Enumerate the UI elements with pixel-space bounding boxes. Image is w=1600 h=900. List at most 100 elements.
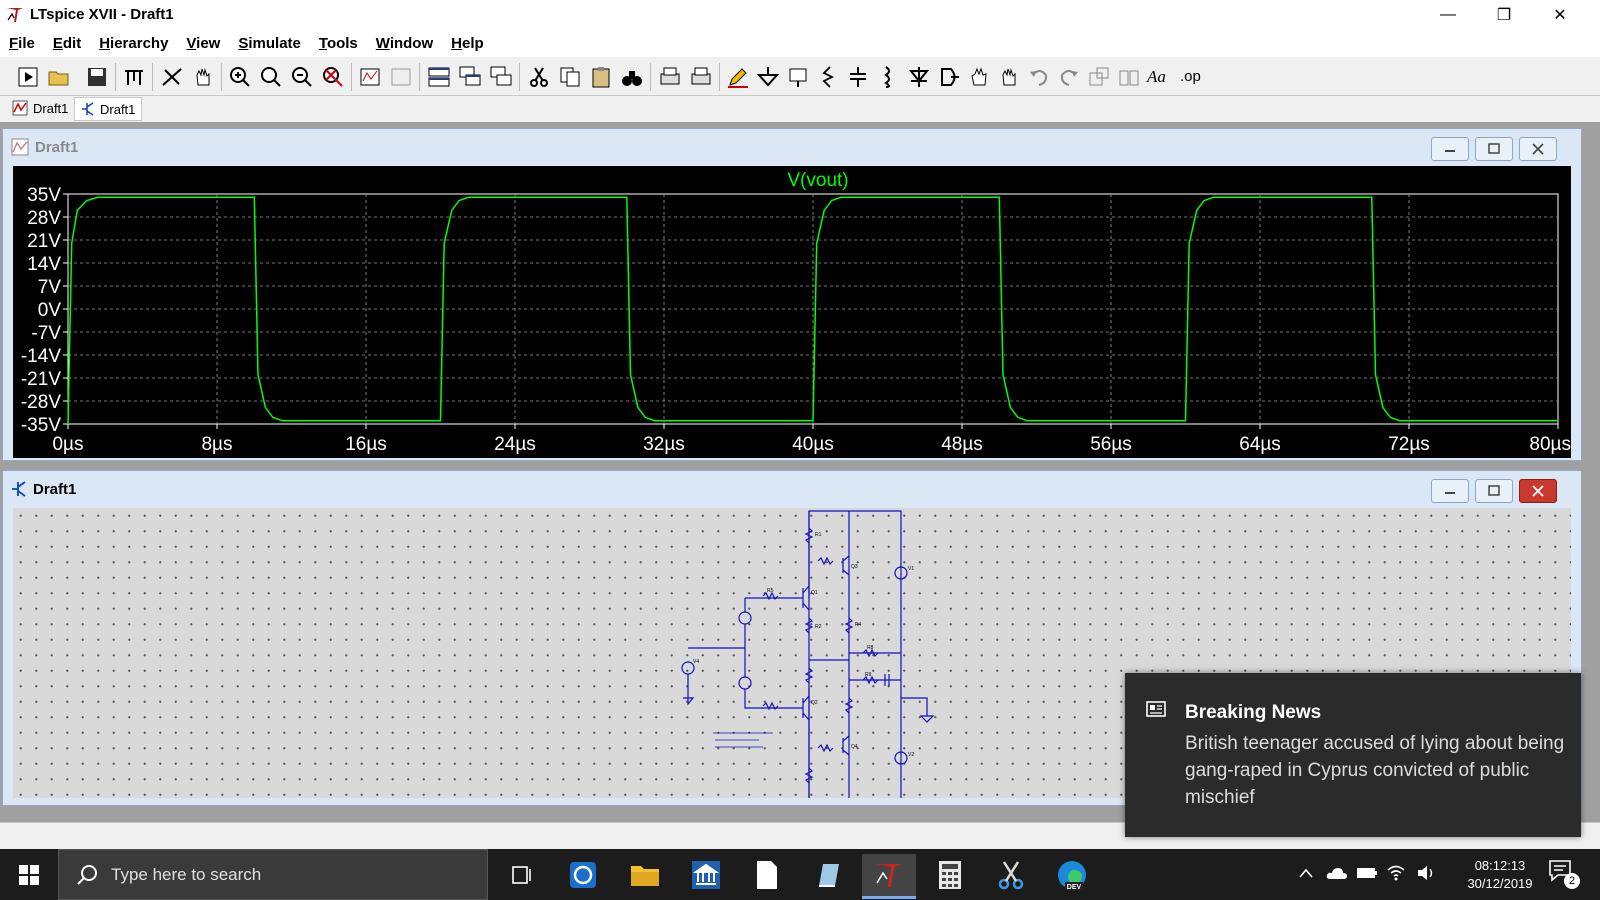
windows-logo-icon <box>19 864 39 885</box>
diode-icon[interactable] <box>907 65 931 89</box>
taskbar-app-sync[interactable] <box>556 854 610 896</box>
start-button[interactable] <box>0 849 58 900</box>
tile-vertical-icon[interactable] <box>489 65 513 89</box>
menu-simulate[interactable]: Simulate <box>238 35 301 52</box>
menu-edit[interactable]: Edit <box>52 35 82 52</box>
plot-maximize-button[interactable] <box>1475 137 1513 161</box>
tile-horizontal-icon[interactable] <box>427 65 451 89</box>
drag-hand-icon[interactable] <box>997 65 1021 89</box>
redo-icon[interactable] <box>1057 65 1081 89</box>
wifi-icon[interactable] <box>1386 864 1406 882</box>
volume-icon[interactable] <box>1416 864 1436 882</box>
scissors-icon <box>998 861 1024 890</box>
save-icon[interactable] <box>85 65 109 89</box>
svg-text:R2: R2 <box>815 624 822 630</box>
zoom-in-icon[interactable] <box>228 65 252 89</box>
undo-icon[interactable] <box>1027 65 1051 89</box>
close-icon <box>1532 143 1544 155</box>
menu-bar: File Edit Hierarchy View Simulate Tools … <box>0 30 1600 57</box>
ground-icon[interactable] <box>756 65 780 89</box>
taskbar-ltspice[interactable] <box>862 854 916 899</box>
window-title: LTspice XVII - Draft1 <box>30 6 174 23</box>
pan-hand-icon[interactable] <box>191 65 215 89</box>
menu-view[interactable]: View <box>186 35 221 52</box>
menu-hierarchy[interactable]: Hierarchy <box>99 35 169 52</box>
taskbar-notepad[interactable] <box>740 854 794 896</box>
print-icon[interactable] <box>658 65 682 89</box>
copy-icon[interactable] <box>558 65 582 89</box>
zoom-out-icon[interactable] <box>290 65 314 89</box>
task-view-button[interactable] <box>495 854 549 896</box>
tab-schematic-draft1[interactable]: Draft1 <box>74 97 143 121</box>
menu-window[interactable]: Window <box>375 35 434 52</box>
x-tick-label: 16µs <box>345 434 387 455</box>
taskbar-edge-dev[interactable]: DEV <box>1045 854 1099 896</box>
taskbar-clock[interactable]: 08:12:13 30/12/2019 <box>1458 857 1542 893</box>
print-preview-icon[interactable] <box>689 65 713 89</box>
minimize-button[interactable]: — <box>1440 6 1456 23</box>
taskbar-bank-app[interactable] <box>679 854 733 896</box>
inductor-icon[interactable] <box>876 65 900 89</box>
run-icon[interactable] <box>16 65 40 89</box>
rotate-icon[interactable] <box>1087 65 1111 89</box>
close-button[interactable]: ✕ <box>1553 7 1567 24</box>
y-tick-label: 21V <box>27 231 61 252</box>
trace-label-vout[interactable]: V(vout) <box>787 170 848 191</box>
plot-minimize-button[interactable] <box>1431 137 1469 161</box>
plot-close-button[interactable] <box>1519 137 1557 161</box>
tab-plot-draft1[interactable]: Draft1 <box>6 97 74 119</box>
taskbar-file-explorer[interactable] <box>618 854 672 896</box>
calculator-icon <box>939 861 961 889</box>
control-panel-icon[interactable] <box>122 65 146 89</box>
toolbar: Aa .op <box>0 57 1600 96</box>
schematic-maximize-button[interactable] <box>1475 479 1513 503</box>
zoom-full-icon[interactable] <box>259 65 283 89</box>
component-icon[interactable] <box>937 65 961 89</box>
schematic-close-button[interactable] <box>1519 479 1557 503</box>
taskbar-edit-app[interactable] <box>801 854 855 896</box>
action-center-button[interactable]: 2 <box>1548 859 1584 891</box>
schematic-window-titlebar: Draft1 <box>11 477 76 501</box>
label-net-icon[interactable] <box>786 65 810 89</box>
zoom-cancel-icon[interactable] <box>321 65 345 89</box>
cascade-icon[interactable] <box>458 65 482 89</box>
task-view-icon <box>512 866 531 884</box>
svg-text:R5: R5 <box>767 588 774 594</box>
maximize-icon <box>1488 143 1500 154</box>
y-tick-label: 7V <box>38 277 62 298</box>
draw-wire-pencil-icon[interactable] <box>726 65 750 89</box>
text-font-icon[interactable]: Aa <box>1147 67 1166 86</box>
news-toast-notification[interactable]: Breaking News British teenager accused o… <box>1125 673 1581 837</box>
x-tick-label: 64µs <box>1239 434 1281 455</box>
netlist-icon[interactable] <box>389 65 413 89</box>
schematic-minimize-button[interactable] <box>1431 479 1469 503</box>
battery-icon[interactable] <box>1356 866 1378 880</box>
taskbar-snipping-tool[interactable] <box>984 854 1038 896</box>
spice-directive-icon[interactable]: .op <box>1180 68 1201 85</box>
autorange-icon[interactable] <box>160 65 184 89</box>
mirror-icon[interactable] <box>1117 65 1141 89</box>
capacitor-icon[interactable] <box>846 65 870 89</box>
svg-text:Q1: Q1 <box>811 590 818 596</box>
menu-tools[interactable]: Tools <box>318 35 358 52</box>
open-folder-icon[interactable] <box>47 65 71 89</box>
find-binoculars-icon[interactable] <box>620 65 644 89</box>
move-hand-icon[interactable] <box>967 65 991 89</box>
onedrive-cloud-icon[interactable] <box>1326 866 1348 880</box>
trace-vout-line <box>67 196 1558 425</box>
plot-settings-icon[interactable] <box>358 65 382 89</box>
taskbar-search-box[interactable]: Type here to search <box>58 849 488 900</box>
folder-icon <box>631 866 659 886</box>
menu-help[interactable]: Help <box>451 35 484 52</box>
cut-scissors-icon[interactable] <box>527 65 551 89</box>
menu-file[interactable]: File <box>9 35 35 52</box>
chevron-up-icon[interactable] <box>1298 867 1314 879</box>
taskbar-calculator[interactable] <box>923 854 977 896</box>
paste-icon[interactable] <box>589 65 613 89</box>
svg-text:Q4: Q4 <box>851 744 858 750</box>
maximize-button[interactable]: ❐ <box>1496 7 1512 24</box>
resistor-icon[interactable] <box>816 65 840 89</box>
